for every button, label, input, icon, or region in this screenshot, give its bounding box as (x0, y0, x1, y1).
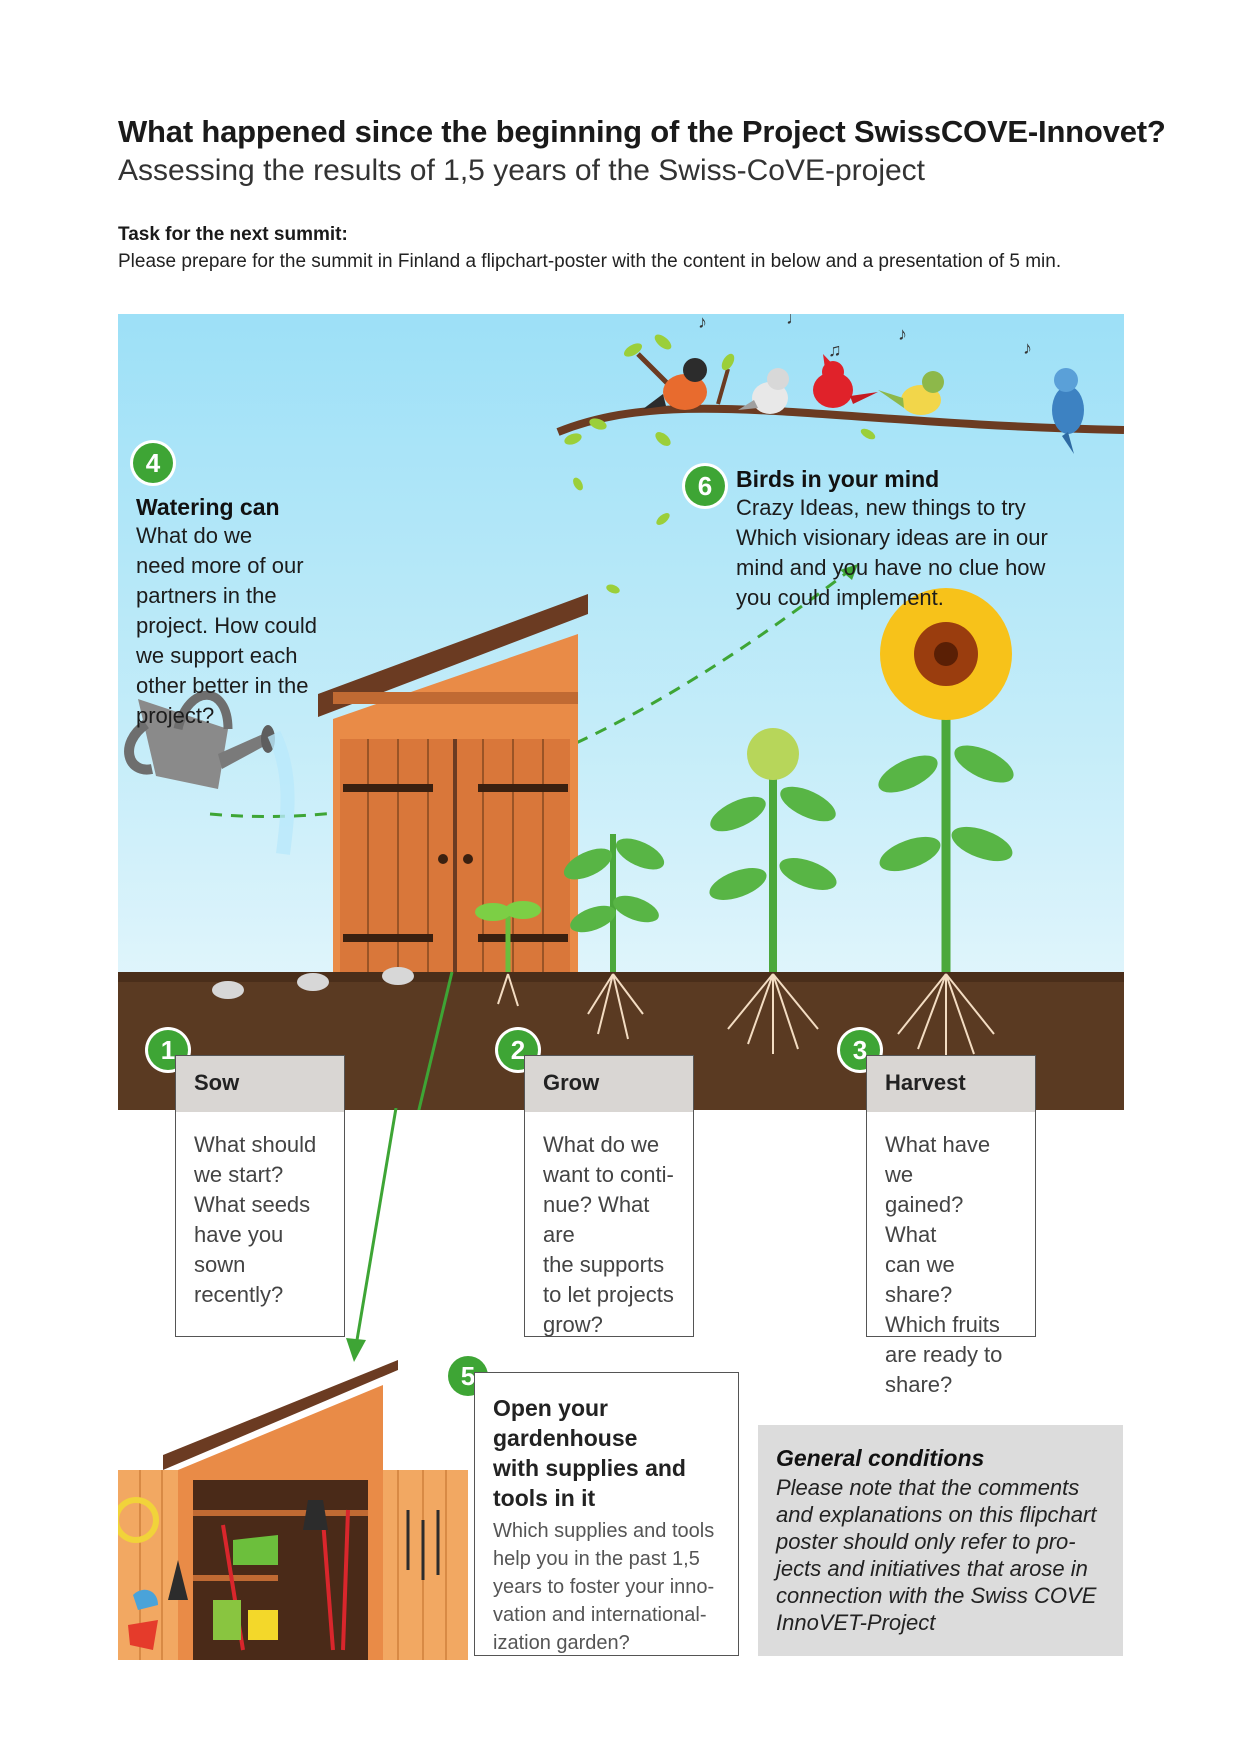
svg-text:♩: ♩ (786, 314, 804, 328)
badge-6: 6 (685, 466, 725, 506)
budding-sunflower (709, 728, 837, 974)
gardenhouse-illustration (118, 1360, 468, 1660)
tools (118, 1497, 440, 1651)
general-conditions-box: General conditions Please note that the … (758, 1425, 1123, 1656)
stage-title: Harvest (867, 1056, 1035, 1112)
bird-orange (643, 358, 707, 410)
bird-cardinal (813, 354, 878, 408)
page-title: What happened since the beginning of the… (118, 114, 1166, 149)
watering-can-title: Watering can (136, 494, 280, 520)
arrow-to-gardenhouse (417, 971, 454, 1110)
young-plant (563, 834, 665, 974)
svg-text:♫: ♫ (828, 340, 842, 360)
gardenhouse-roof (163, 1360, 398, 1470)
bird-white (738, 368, 789, 414)
tree-branch (556, 404, 1124, 436)
svg-text:♪: ♪ (898, 324, 907, 344)
watering-can (124, 690, 295, 855)
stage-title: Sow (176, 1056, 344, 1112)
badge-4: 4 (133, 443, 173, 483)
svg-text:♪: ♪ (1023, 338, 1032, 358)
leaves (564, 334, 876, 594)
sprout (475, 901, 541, 974)
dashed-arrow-path (209, 562, 859, 818)
stage-title: Grow (525, 1056, 693, 1112)
page-subtitle: Assessing the results of 1,5 years of th… (118, 154, 926, 187)
seeds (212, 967, 414, 999)
sunflower (878, 588, 1014, 974)
roots (497, 973, 995, 1064)
svg-text:♪: ♪ (698, 314, 707, 332)
bird-yellow (878, 371, 944, 415)
badge-1: 1 (148, 1030, 188, 1070)
arrow-to-gardenhouse-tail (346, 1108, 398, 1362)
twig (716, 368, 730, 405)
task-heading: Task for the next summit: (118, 224, 348, 245)
general-conditions-title: General conditions (776, 1445, 985, 1471)
dashed-arrow-head (840, 564, 858, 580)
birds-block: Birds in your mind Crazy Ideas, new thin… (736, 466, 1076, 613)
task-text: Please prepare for the summit in Finland… (118, 251, 1062, 272)
bird-blue (1052, 368, 1084, 454)
music-notes: ♪ ♩ ♫ ♪ ♪ (698, 314, 1032, 360)
shed (318, 594, 588, 974)
birds-title: Birds in your mind (736, 466, 940, 492)
